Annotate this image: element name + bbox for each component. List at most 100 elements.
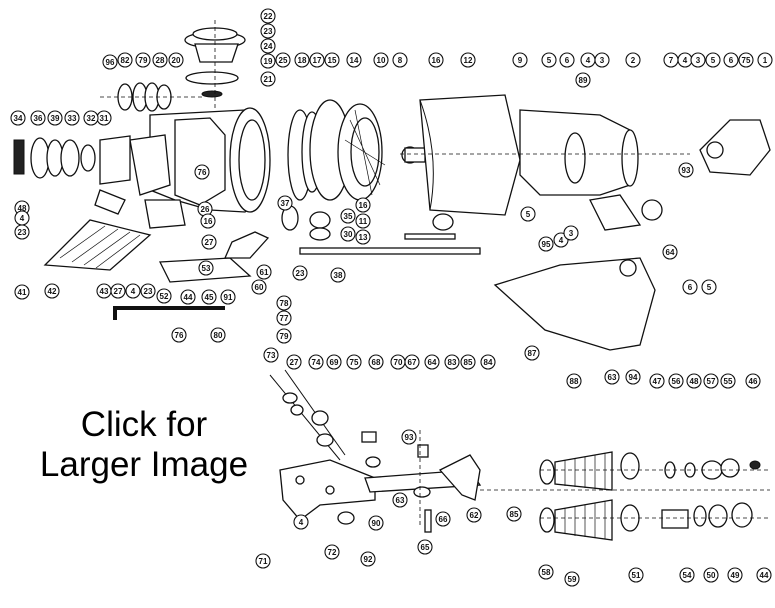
callout-number: 3 xyxy=(600,56,605,65)
callout-circle xyxy=(200,213,216,229)
callout-number: 75 xyxy=(742,56,751,65)
callout-top-19: 12 xyxy=(460,52,476,68)
callout-circle xyxy=(424,354,440,370)
callout-top-76: 79 xyxy=(276,328,292,344)
callout-circle xyxy=(538,564,554,580)
callout-number: 39 xyxy=(51,114,60,123)
callout-top-14: 15 xyxy=(324,52,340,68)
callout-number: 21 xyxy=(264,75,273,84)
callout-number: 75 xyxy=(350,358,359,367)
callout-circle xyxy=(64,110,80,126)
callout-top-45: 35 xyxy=(340,208,356,224)
callout-number: 57 xyxy=(707,377,716,386)
callout-number: 91 xyxy=(224,293,233,302)
callout-number: 77 xyxy=(280,314,289,323)
callout-number: 92 xyxy=(364,555,373,564)
callout-circle xyxy=(355,197,371,213)
callout-number: 6 xyxy=(688,283,693,292)
callout-number: 43 xyxy=(100,287,109,296)
callout-bottom-16: 57 xyxy=(703,373,719,389)
callout-top-6: 28 xyxy=(152,52,168,68)
callout-top-63: 27 xyxy=(110,283,126,299)
callout-bottom-12: 93 xyxy=(401,429,417,445)
callout-top-30: 5 xyxy=(705,52,721,68)
callout-circle xyxy=(368,515,384,531)
callout-bottom-8: 64 xyxy=(424,354,440,370)
callout-top-4: 21 xyxy=(260,71,276,87)
callout-circle xyxy=(575,72,591,88)
callout-number: 79 xyxy=(139,56,148,65)
callout-number: 83 xyxy=(448,358,457,367)
callout-circle xyxy=(705,52,721,68)
callout-bottom-15: 48 xyxy=(686,373,702,389)
callout-top-61: 42 xyxy=(44,283,60,299)
callout-top-9: 96 xyxy=(102,54,118,70)
callout-number: 41 xyxy=(18,288,27,297)
callout-number: 26 xyxy=(201,205,210,214)
callout-circle xyxy=(260,38,276,54)
callout-circle xyxy=(678,162,694,178)
callout-circle xyxy=(135,52,151,68)
callout-number: 64 xyxy=(428,358,437,367)
callout-top-68: 61 xyxy=(256,264,272,280)
click-for-larger-image-link[interactable]: Click for Larger Image xyxy=(24,405,264,485)
callout-number: 5 xyxy=(711,56,716,65)
callout-circle xyxy=(210,327,226,343)
callout-circle xyxy=(255,553,271,569)
callout-number: 45 xyxy=(205,293,214,302)
callout-top-3: 19 xyxy=(260,53,276,69)
callout-number: 95 xyxy=(542,240,551,249)
callout-circle xyxy=(355,213,371,229)
callout-top-64: 4 xyxy=(125,283,141,299)
callout-bottom-14: 56 xyxy=(668,373,684,389)
callout-number: 79 xyxy=(280,332,289,341)
callout-number: 23 xyxy=(18,228,27,237)
callout-number: 12 xyxy=(464,56,473,65)
callout-circle xyxy=(276,310,292,326)
callout-top-5: 20 xyxy=(168,52,184,68)
callout-number: 74 xyxy=(312,358,321,367)
callout-circle xyxy=(340,208,356,224)
callout-top-81: 88 xyxy=(566,373,582,389)
callout-top-74: 78 xyxy=(276,295,292,311)
callout-circle xyxy=(686,373,702,389)
callout-circle xyxy=(564,571,580,587)
callout-circle xyxy=(277,195,293,211)
callout-top-10: 31 xyxy=(96,110,112,126)
callout-top-60: 41 xyxy=(14,284,30,300)
callout-top-31: 6 xyxy=(723,52,739,68)
callout-circle xyxy=(594,52,610,68)
callout-number: 53 xyxy=(202,264,211,273)
callout-number: 23 xyxy=(144,287,153,296)
callout-top-20: 9 xyxy=(512,52,528,68)
callout-circle xyxy=(524,345,540,361)
callout-circle xyxy=(460,354,476,370)
callout-number: 55 xyxy=(724,377,733,386)
callout-circle xyxy=(566,373,582,389)
callout-circle xyxy=(198,260,214,276)
callout-circle xyxy=(401,429,417,445)
callout-bottom-24: 92 xyxy=(360,551,376,567)
callout-circle xyxy=(559,52,575,68)
callout-number: 61 xyxy=(260,268,269,277)
callout-number: 73 xyxy=(267,351,276,360)
callout-circle xyxy=(156,288,172,304)
callout-number: 25 xyxy=(279,56,288,65)
callout-circle xyxy=(604,369,620,385)
callout-circle xyxy=(757,52,773,68)
callout-bottom-19: 4 xyxy=(293,514,309,530)
callout-number: 85 xyxy=(510,510,519,519)
callout-top-48: 11 xyxy=(355,213,371,229)
callout-circle xyxy=(682,279,698,295)
callout-number: 7 xyxy=(669,56,674,65)
callout-circle xyxy=(256,264,272,280)
callout-circle xyxy=(703,373,719,389)
callout-circle xyxy=(102,54,118,70)
callout-top-29: 3 xyxy=(690,52,706,68)
callout-number: 56 xyxy=(672,377,681,386)
callout-top-83: 94 xyxy=(625,369,641,385)
callout-bottom-21: 71 xyxy=(255,553,271,569)
link-line-1: Click for xyxy=(80,405,208,444)
callout-number: 78 xyxy=(280,299,289,308)
callout-number: 71 xyxy=(259,557,268,566)
